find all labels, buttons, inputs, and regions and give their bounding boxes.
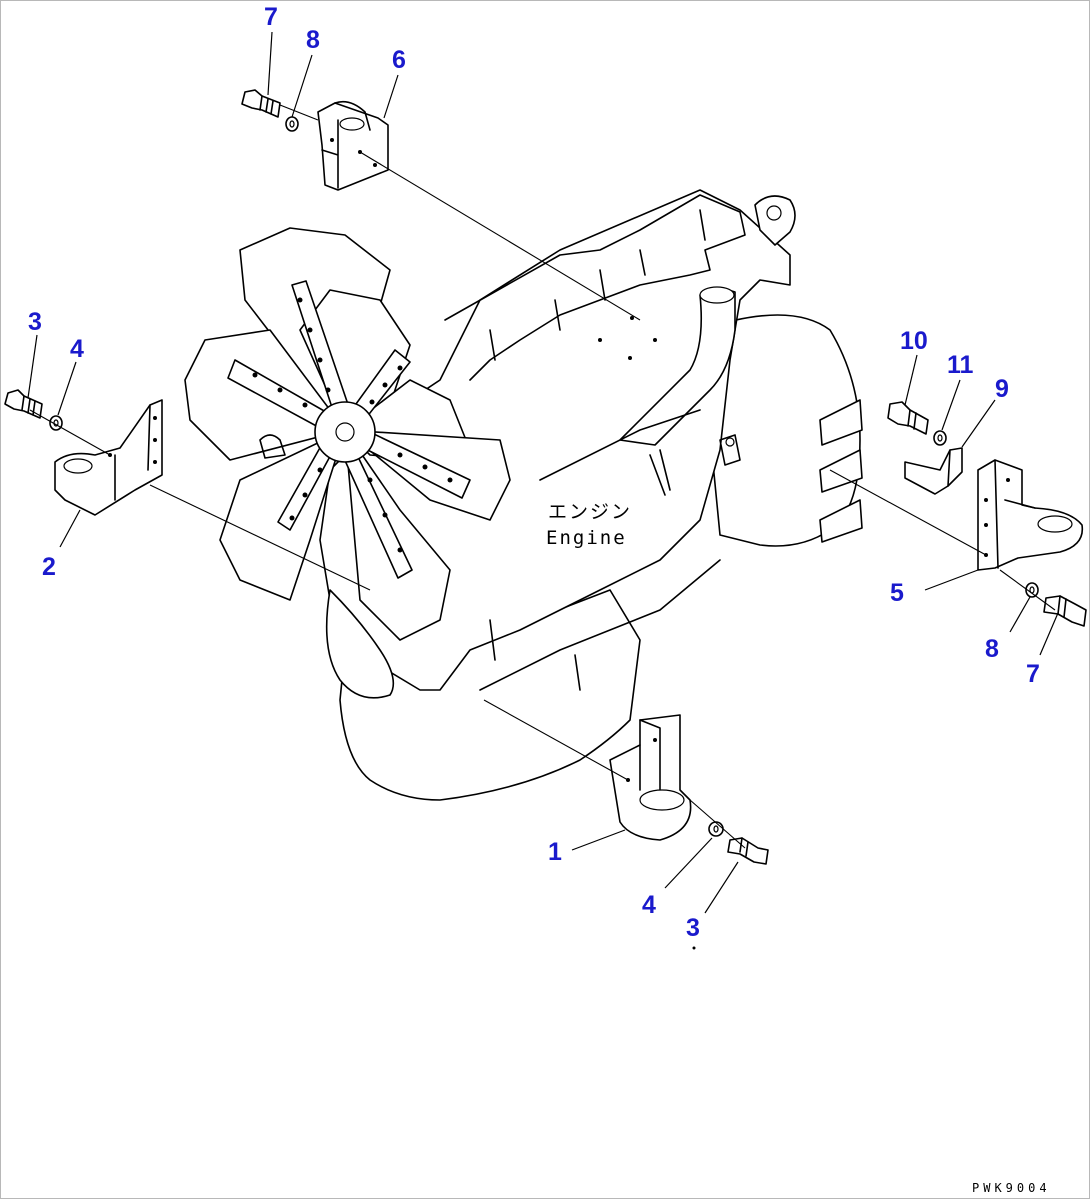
callout-7-right: 7 bbox=[1026, 660, 1040, 688]
assembly-lines bbox=[29, 104, 1056, 849]
part-4-washer-left bbox=[49, 415, 63, 431]
engine-label-jp: エンジン bbox=[548, 501, 632, 523]
part-4-washer-bottom bbox=[708, 821, 724, 837]
callout-8-right: 8 bbox=[985, 635, 999, 663]
part-9-plate bbox=[904, 447, 963, 495]
callout-3-bottom: 3 bbox=[686, 914, 700, 942]
callout-4-bottom: 4 bbox=[642, 891, 656, 919]
part-8-washer-top bbox=[285, 116, 299, 132]
part-7-bolt-top bbox=[241, 89, 281, 118]
callout-4-left: 4 bbox=[70, 335, 84, 363]
part-6-mount-bracket bbox=[317, 100, 389, 191]
part-2-mount-bracket bbox=[54, 399, 163, 516]
part-11-washer bbox=[933, 430, 947, 446]
callout-2: 2 bbox=[42, 553, 56, 581]
callout-11: 11 bbox=[947, 351, 974, 379]
part-1-mount-bracket bbox=[609, 714, 692, 841]
part-5-mount-bracket bbox=[977, 459, 1084, 571]
callout-leaders bbox=[27, 31, 1059, 914]
part-10-bolt bbox=[887, 401, 929, 435]
engine-illustration bbox=[319, 189, 863, 801]
callout-3-left: 3 bbox=[28, 308, 42, 336]
drawing-code: PWK9004 bbox=[972, 1181, 1051, 1195]
callout-10: 10 bbox=[900, 327, 928, 355]
callout-8-top: 8 bbox=[306, 26, 320, 54]
part-3-bolt-bottom bbox=[727, 837, 769, 865]
callout-5: 5 bbox=[890, 579, 904, 607]
callout-labels: 7 8 6 3 4 2 1 4 3 10 11 9 5 8 7 bbox=[28, 3, 1040, 942]
cooling-fan bbox=[184, 227, 511, 699]
callout-9: 9 bbox=[995, 375, 1009, 403]
part-7-bolt-right bbox=[1043, 595, 1087, 627]
callout-6: 6 bbox=[392, 46, 406, 74]
callout-1: 1 bbox=[548, 838, 562, 866]
callout-7-top: 7 bbox=[264, 3, 278, 31]
engine-label-en: Engine bbox=[546, 527, 627, 549]
